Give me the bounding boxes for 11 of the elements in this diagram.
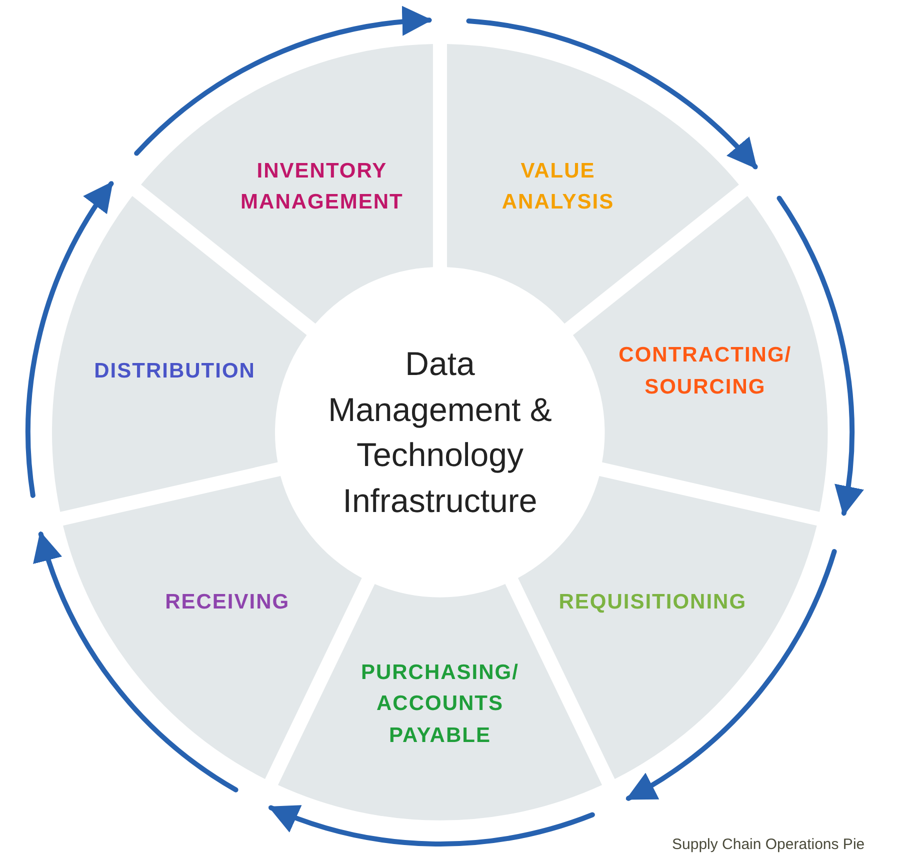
caption: Supply Chain Operations Pie bbox=[672, 836, 865, 853]
pie-segment bbox=[141, 44, 433, 324]
segment-label: PURCHASING/ ACCOUNTS PAYABLE bbox=[360, 660, 520, 749]
segment-label: VALUE ANALYSIS bbox=[500, 158, 616, 216]
hub-label: Data Management & Technology Infrastructure bbox=[327, 344, 553, 521]
pie-segment bbox=[446, 44, 739, 324]
segment-label: RECEIVING bbox=[164, 588, 291, 615]
segment-label: DISTRIBUTION bbox=[93, 358, 256, 385]
segment-label: CONTRACTING/ SOURCING bbox=[618, 342, 793, 400]
segment-label: REQUISITIONING bbox=[558, 588, 748, 615]
segment-label: INVENTORY MANAGEMENT bbox=[240, 158, 404, 216]
